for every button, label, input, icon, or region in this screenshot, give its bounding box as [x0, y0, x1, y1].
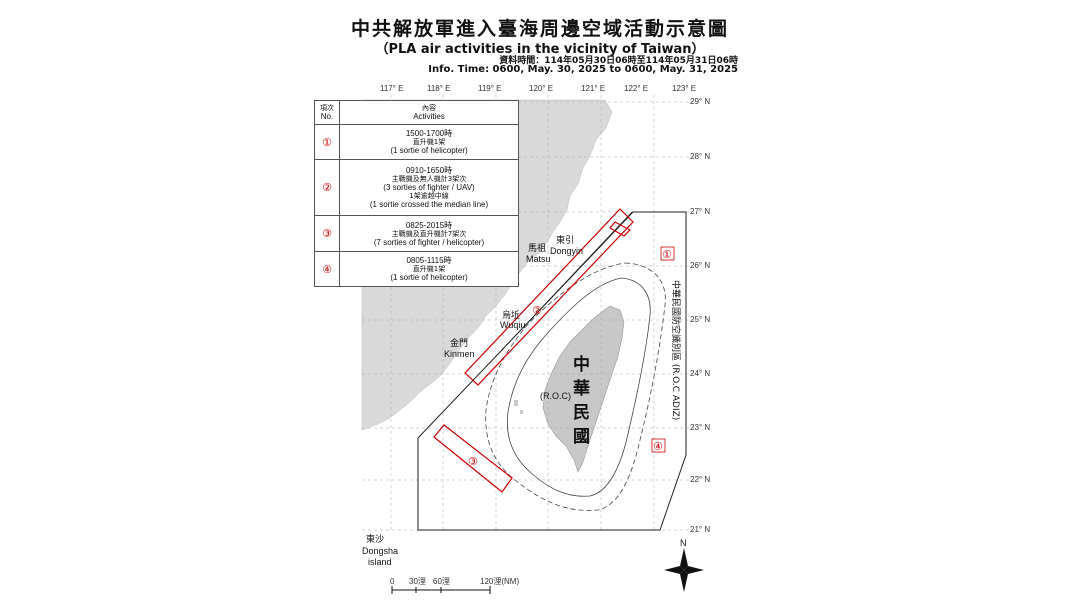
activities-table: 項次 No. 內容 Activities ① 1500-1700時 直升機1架 … — [314, 100, 519, 287]
scale-label: 30浬 — [409, 577, 426, 586]
lat-tick: 23° N — [690, 423, 710, 432]
row-time: 0825-2015時 — [405, 220, 453, 230]
row-number: ③ — [314, 215, 340, 252]
adiz-label: 中華民國防空識別區 (R.O.C ADIZ) — [670, 280, 682, 420]
row-desc-zh: 直升機1架 — [412, 138, 446, 146]
kinmen-label-zh: 金門 — [450, 337, 468, 349]
dongyin-label-en: Dongyin — [550, 246, 583, 256]
wuqiu-label-zh: 烏坵 — [502, 309, 520, 321]
roc-label-zh-1: 中 — [573, 354, 590, 375]
row-content: 0825-2015時 主戰機及直升機計7架次 (7 sorties of fig… — [339, 215, 519, 252]
adiz-boundary — [417, 211, 687, 531]
info-time-en: Info. Time: 0600, May. 30, 2025 to 0600,… — [428, 64, 738, 75]
col-activities-zh: 內容 — [422, 104, 436, 112]
penghu-island — [514, 400, 518, 406]
activity-area-3 — [433, 424, 513, 493]
median-line — [499, 211, 633, 353]
row-content: 0805-1115時 直升機1架 (1 sortie of helicopter… — [339, 251, 519, 287]
row-desc-zh: 主戰機及無人機計3架次 — [391, 175, 467, 183]
marker-1: ① — [662, 248, 672, 261]
lon-tick: 120° E — [529, 84, 553, 93]
table-row: ③ 0825-2015時 主戰機及直升機計7架次 (7 sorties of f… — [314, 215, 519, 252]
marker-3: ③ — [468, 455, 478, 468]
row-desc-en-2: (1 sortie crossed the median line) — [369, 200, 489, 209]
lon-tick: 119° E — [478, 84, 502, 93]
table-header: 項次 No. 內容 Activities — [314, 100, 519, 125]
lat-tick: 26° N — [690, 261, 710, 270]
roc-label-zh-3: 民 — [573, 403, 590, 423]
lat-tick: 29° N — [690, 97, 710, 106]
row-desc-en: (1 sortie of helicopter) — [390, 146, 468, 155]
scale-label: 0 — [390, 577, 395, 586]
row-desc-zh: 主戰機及直升機計7架次 — [391, 229, 467, 238]
row-desc-en: (1 sortie of helicopter) — [390, 273, 468, 282]
compass-rose — [664, 548, 704, 592]
row-number: ④ — [314, 251, 340, 287]
table-row: ④ 0805-1115時 直升機1架 (1 sortie of helicopt… — [314, 251, 519, 287]
col-no-zh: 項次 — [320, 104, 334, 112]
row-content: 0910-1650時 主戰機及無人機計3架次 (3 sorties of fig… — [339, 159, 519, 216]
roc-label-zh-4: 國 — [573, 427, 590, 447]
compass-north-label: N — [680, 538, 687, 548]
map-title: 中共解放軍進入臺海周邊空域活動示意圖 — [350, 18, 729, 40]
scale-label: 60浬 — [433, 577, 450, 586]
row-desc-en: (7 sorties of fighter / helicopter) — [373, 237, 485, 247]
lat-tick: 28° N — [690, 152, 710, 161]
row-content: 1500-1700時 直升機1架 (1 sortie of helicopter… — [339, 124, 519, 160]
map-subtitle: （PLA air activities in the vicinity of T… — [375, 42, 705, 57]
lon-tick: 123° E — [672, 84, 696, 93]
row-desc-zh-2: 1架逾越中線 — [409, 192, 449, 200]
wuqiu-label-en: Wuqiu — [500, 320, 525, 330]
activity-area-2-tip — [609, 221, 631, 237]
table-row: ① 1500-1700時 直升機1架 (1 sortie of helicopt… — [314, 124, 519, 160]
row-time: 0910-1650時 — [405, 166, 453, 175]
lat-tick: 24° N — [690, 369, 710, 378]
col-activities-en: Activities — [413, 112, 445, 121]
roc-label-en: (R.O.C) — [540, 391, 571, 401]
roc-label-zh-2: 華 — [573, 379, 590, 399]
dongsha-label-zh: 東沙 — [366, 533, 384, 545]
row-number: ② — [314, 159, 340, 216]
row-desc-zh: 直升機1架 — [412, 265, 446, 273]
col-no-header: 項次 No. — [314, 100, 340, 125]
lat-tick: 21° N — [690, 525, 710, 534]
marker-1-box — [660, 246, 675, 261]
col-no-en: No. — [320, 112, 334, 121]
matsu-label-zh: 馬祖 — [528, 242, 546, 254]
penghu-island — [520, 410, 523, 414]
lon-tick: 121° E — [581, 84, 605, 93]
scale-bar — [391, 586, 491, 594]
lon-tick: 122° E — [624, 84, 648, 93]
territorial-sea-12nm — [506, 277, 651, 497]
lat-tick: 27° N — [690, 207, 710, 216]
lon-tick: 118° E — [427, 84, 451, 93]
activity-area-2 — [464, 208, 634, 386]
matsu-label-en: Matsu — [526, 254, 551, 264]
contiguous-zone-24nm — [485, 262, 666, 511]
row-time: 0805-1115時 — [406, 256, 452, 265]
lat-tick: 22° N — [690, 475, 710, 484]
marker-4: ④ — [653, 440, 663, 453]
row-desc-en: (3 sorties of fighter / UAV) — [383, 183, 475, 192]
dongyin-label-zh: 東引 — [556, 234, 574, 246]
col-activities-header: 內容 Activities — [339, 100, 519, 125]
marker-4-box — [651, 438, 666, 453]
dongsha-label-en2: island — [368, 557, 392, 567]
scale-label: 120浬(NM) — [480, 577, 519, 586]
dongsha-label-en: Dongsha — [362, 546, 398, 556]
kinmen-label-en: Kinmen — [444, 349, 475, 359]
marker-2: ② — [532, 304, 542, 317]
lon-tick: 117° E — [380, 84, 404, 93]
taiwan-island — [542, 305, 625, 473]
row-time: 1500-1700時 — [405, 129, 453, 138]
table-row: ② 0910-1650時 主戰機及無人機計3架次 (3 sorties of f… — [314, 159, 519, 216]
info-time-zh: 資料時間：114年05月30日06時至114年05月31日06時 — [499, 56, 738, 66]
lat-tick: 25° N — [690, 315, 710, 324]
row-number: ① — [314, 124, 340, 160]
